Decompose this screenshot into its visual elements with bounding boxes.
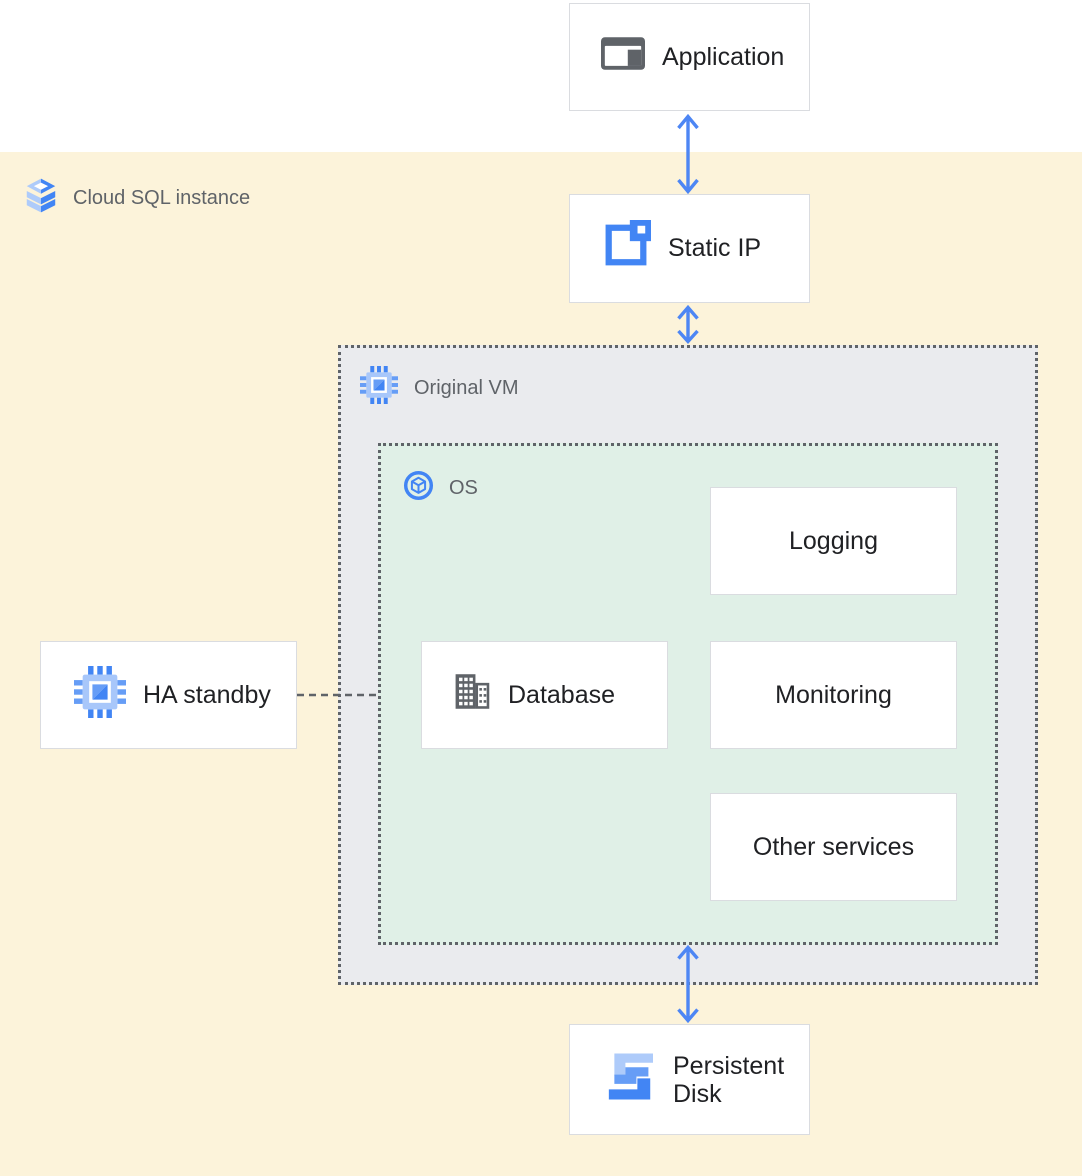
persistent-disk-icon [607, 1051, 653, 1109]
node-logging-label: Logging [789, 526, 878, 555]
node-persistent-disk-label: Persistent Disk [673, 1051, 785, 1108]
node-persistent-disk: Persistent Disk [569, 1024, 810, 1135]
node-database-label: Database [508, 680, 616, 709]
os-icon [403, 470, 434, 507]
cloud-sql-region-label-text: Cloud SQL instance [73, 187, 251, 209]
external-ip-icon [601, 220, 651, 277]
database-building-icon [453, 672, 491, 718]
node-monitoring: Monitoring [710, 641, 957, 749]
node-logging: Logging [710, 487, 957, 595]
node-other-services-label: Other services [752, 832, 915, 861]
node-static-ip-label: Static IP [668, 234, 762, 262]
node-ha-standby: HA standby [40, 641, 297, 749]
cloud-sql-region-label: Cloud SQL instance [25, 176, 250, 221]
node-application-label: Application [662, 42, 785, 71]
compute-engine-icon [74, 665, 126, 725]
node-ha-standby-label: HA standby [143, 680, 271, 709]
original-vm-label: Original VM [360, 366, 518, 410]
os-label-text: OS [449, 477, 478, 499]
node-static-ip: Static IP [569, 194, 810, 303]
original-vm-label-text: Original VM [414, 376, 519, 399]
os-label: OS [403, 470, 478, 507]
application-window-icon [601, 37, 645, 77]
node-monitoring-label: Monitoring [775, 680, 892, 709]
node-other-services: Other services [710, 793, 957, 901]
cloud-sql-icon [25, 176, 57, 221]
node-application: Application [569, 3, 810, 111]
compute-engine-icon [360, 366, 398, 410]
node-database: Database [421, 641, 668, 749]
